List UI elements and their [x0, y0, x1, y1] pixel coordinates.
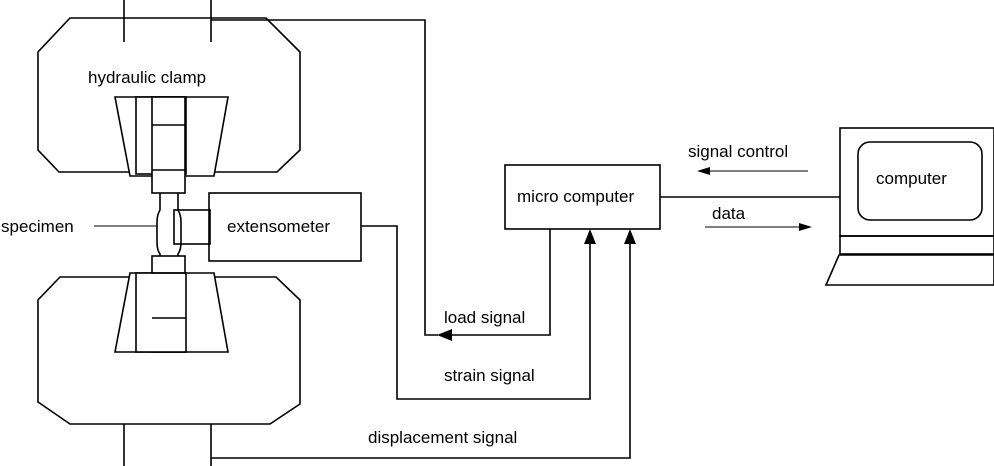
specimen-label: specimen — [1, 217, 74, 236]
micro-computer-label: micro computer — [517, 187, 634, 206]
displacement-signal-line — [211, 229, 636, 459]
data-arrow — [705, 223, 812, 231]
data-label: data — [712, 204, 746, 223]
extensometer-label: extensometer — [227, 217, 330, 236]
load-signal-label: load signal — [444, 308, 525, 327]
extensometer — [173, 192, 362, 262]
load-signal-line — [211, 19, 551, 341]
signal-control-label: signal control — [688, 142, 788, 161]
load-frame-columns — [123, 0, 212, 466]
strain-signal-label: strain signal — [444, 366, 535, 385]
strain-signal-line — [361, 225, 596, 400]
hydraulic-clamp-label: hydraulic clamp — [88, 68, 206, 87]
signal-control-arrow — [697, 167, 808, 175]
computer-label: computer — [876, 169, 947, 188]
computer-monitor — [839, 127, 994, 255]
displacement-signal-label: displacement signal — [368, 428, 517, 447]
specimen — [156, 193, 182, 258]
computer-keyboard — [824, 254, 994, 286]
lower-hydraulic-clamp — [37, 255, 301, 425]
upper-hydraulic-clamp — [37, 17, 301, 194]
